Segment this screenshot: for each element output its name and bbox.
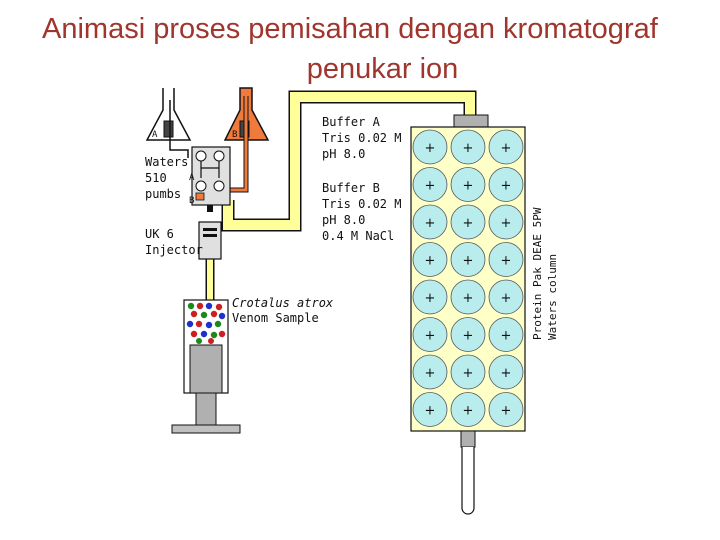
sample-label-line1: Crotalus atrox bbox=[232, 296, 334, 310]
pump-label-line1: Waters bbox=[145, 155, 188, 169]
bead-charge-sign: + bbox=[425, 141, 436, 156]
bead bbox=[450, 392, 486, 427]
injector-label-line1: UK 6 bbox=[145, 227, 174, 241]
buffer-a-label-line2: Tris 0.02 M bbox=[322, 131, 401, 145]
bead-charge-sign: + bbox=[501, 366, 512, 381]
bottle-b-label: B bbox=[232, 130, 237, 140]
column-label-line1: Protein Pak DEAE 5PW bbox=[531, 207, 544, 340]
buffer-b-label-line3: pH 8.0 bbox=[322, 213, 365, 227]
venom-sample-syringe bbox=[171, 299, 241, 434]
bead-charge-sign: + bbox=[463, 216, 474, 231]
bead bbox=[412, 204, 448, 240]
bead bbox=[450, 204, 486, 240]
bead bbox=[488, 129, 524, 165]
bead-charge-sign: + bbox=[501, 216, 512, 231]
buffer-b-label-line2: Tris 0.02 M bbox=[322, 197, 401, 211]
buffer-b-label-line4: 0.4 M NaCl bbox=[322, 229, 394, 243]
bead bbox=[488, 317, 524, 352]
deae-column: + + + + + + + + + + + + + + + + + + + + + + + + bbox=[410, 114, 526, 515]
pump-port-b: B bbox=[189, 196, 194, 206]
bead bbox=[450, 242, 486, 277]
bead-charge-sign: + bbox=[501, 404, 512, 419]
ion-exchange-beads: + + + + + + + + + + + + + + + + + + + + + + + + bbox=[412, 129, 524, 427]
bead bbox=[450, 354, 486, 390]
bead bbox=[488, 354, 524, 390]
bead bbox=[488, 392, 524, 427]
bead bbox=[450, 317, 486, 352]
bead bbox=[450, 129, 486, 165]
buffer-b-label-line1: Buffer B bbox=[322, 181, 380, 195]
bead bbox=[412, 392, 448, 427]
bead-charge-sign: + bbox=[425, 216, 436, 231]
title-line-2: penukar ion bbox=[306, 53, 459, 85]
bead bbox=[450, 279, 486, 315]
bead bbox=[412, 167, 448, 202]
bead bbox=[412, 279, 448, 315]
bead-charge-sign: + bbox=[501, 179, 512, 194]
bottle-a-label: A bbox=[152, 130, 158, 140]
waters-510-pump: A B bbox=[189, 146, 231, 206]
bead bbox=[450, 167, 486, 202]
bead-charge-sign: + bbox=[463, 254, 474, 269]
pump-label-line3: pumbs bbox=[145, 187, 181, 201]
sample-particles bbox=[186, 302, 226, 344]
buffer-a-bottle: A bbox=[145, 88, 192, 141]
title-line-1: Animasi proses pemisahan dengan kromatog… bbox=[42, 13, 658, 45]
bead-charge-sign: + bbox=[501, 329, 512, 344]
bead bbox=[412, 242, 448, 277]
bead-charge-sign: + bbox=[501, 254, 512, 269]
bead-charge-sign: + bbox=[425, 404, 436, 419]
pump-port-a: A bbox=[189, 173, 195, 183]
bead-charge-sign: + bbox=[425, 291, 436, 306]
bead-charge-sign: + bbox=[425, 179, 436, 194]
buffer-a-label-line1: Buffer A bbox=[322, 115, 381, 129]
bead-charge-sign: + bbox=[463, 366, 474, 381]
bead bbox=[412, 317, 448, 352]
bead-charge-sign: + bbox=[501, 291, 512, 306]
bead-charge-sign: + bbox=[463, 404, 474, 419]
bead-charge-sign: + bbox=[463, 329, 474, 344]
bead bbox=[488, 279, 524, 315]
bead bbox=[412, 129, 448, 165]
bead bbox=[412, 354, 448, 390]
buffer-a-label-line3: pH 8.0 bbox=[322, 147, 365, 161]
bead-charge-sign: + bbox=[425, 329, 436, 344]
bead-charge-sign: + bbox=[425, 366, 436, 381]
injector-label-line2: Injector bbox=[145, 243, 203, 257]
pump-label-line2: 510 bbox=[145, 171, 167, 185]
sample-label-line2: Venom Sample bbox=[232, 311, 319, 325]
bead-charge-sign: + bbox=[463, 291, 474, 306]
bead bbox=[488, 242, 524, 277]
bead-charge-sign: + bbox=[501, 141, 512, 156]
uk6-injector bbox=[198, 221, 222, 260]
bead-charge-sign: + bbox=[463, 141, 474, 156]
bead bbox=[488, 167, 524, 202]
column-label-line2: Waters column bbox=[546, 254, 559, 340]
bead-charge-sign: + bbox=[425, 254, 436, 269]
bead bbox=[488, 204, 524, 240]
bead-charge-sign: + bbox=[463, 179, 474, 194]
